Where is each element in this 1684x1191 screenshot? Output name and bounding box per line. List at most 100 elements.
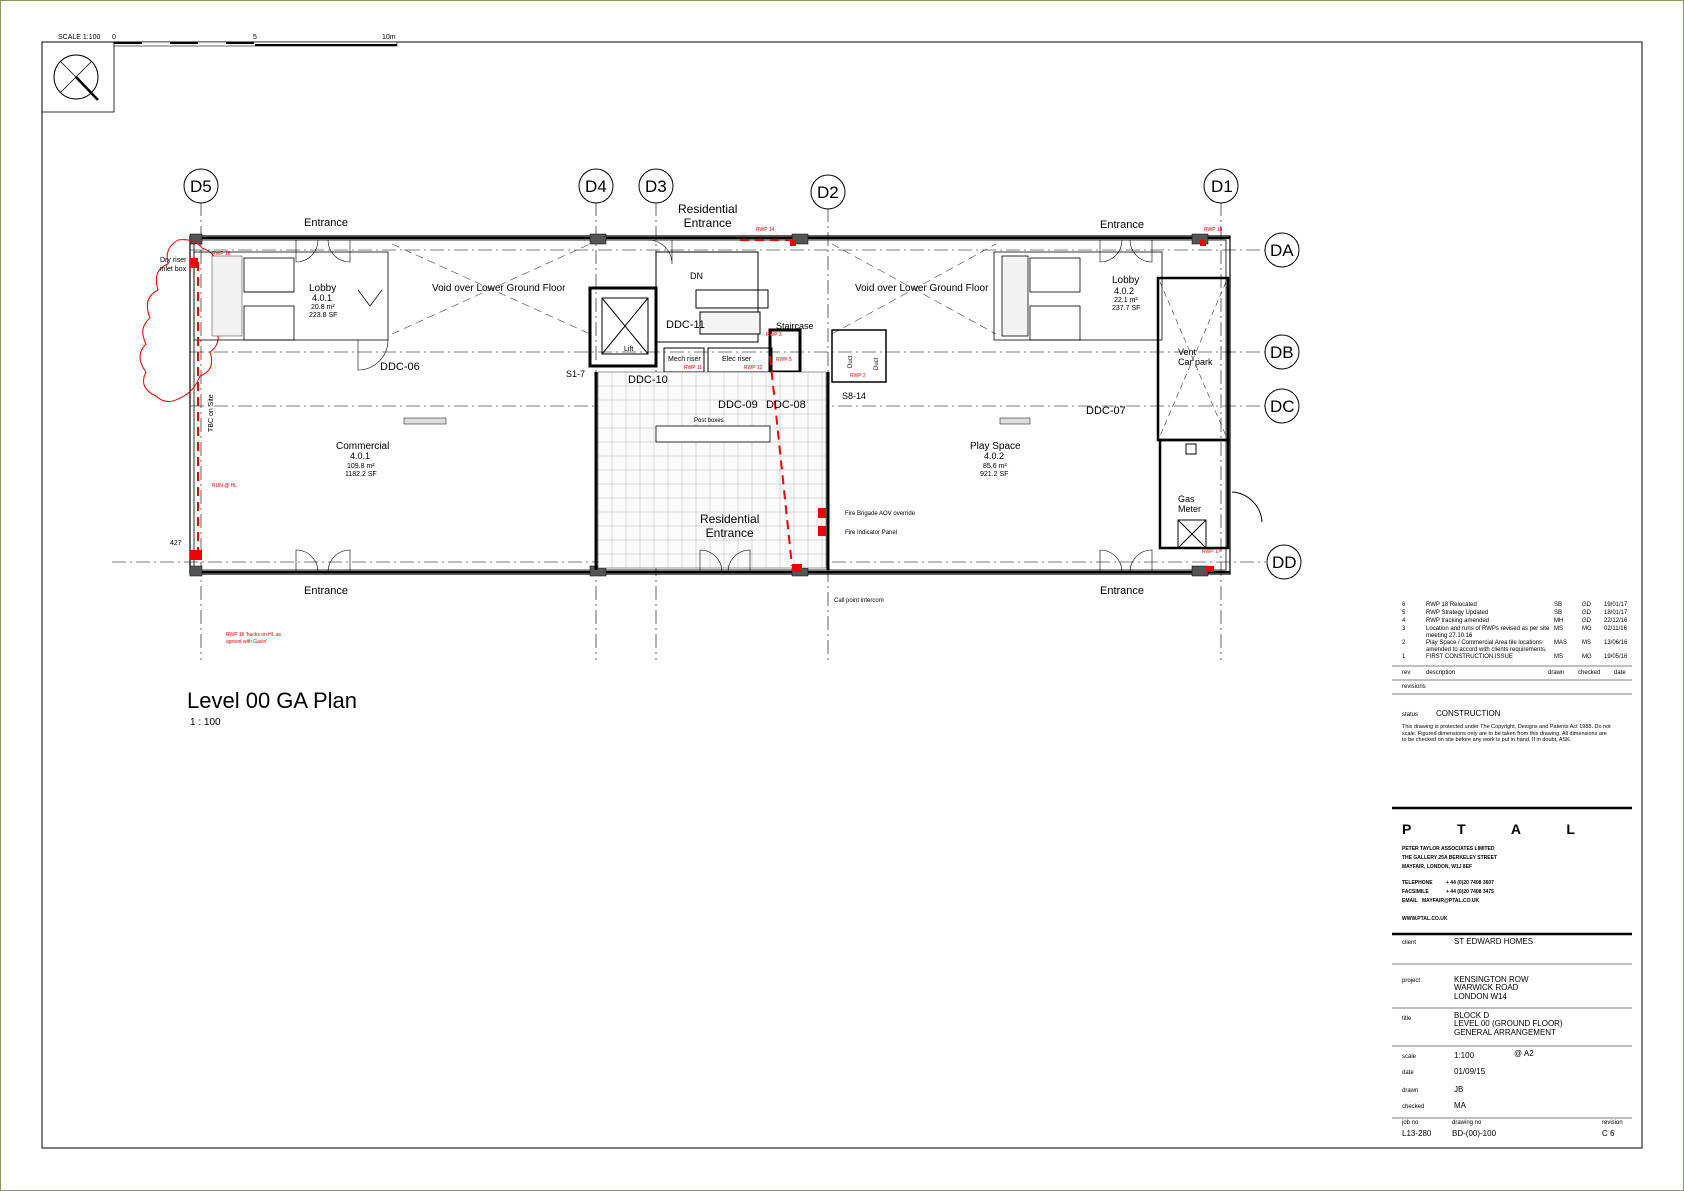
dimension-427: 427 (170, 540, 182, 547)
status-label: status (1402, 712, 1419, 718)
rwp-runs (197, 239, 793, 567)
lobby-right (993, 251, 1163, 341)
revision-rev: 6 (1402, 602, 1406, 608)
scale-label: scale (1402, 1054, 1417, 1060)
revision-desc: RWP tracking amended (1426, 618, 1490, 624)
rwp11-tag: RWP 11 (684, 365, 703, 371)
revision-desc: FIRST CONSTRUCTION ISSUE (1426, 654, 1513, 660)
north-arrow-icon (53, 54, 99, 101)
call-point-note: Call point intercom (834, 598, 884, 604)
tel-value: + 44 (0)20 7408 3607 (1446, 880, 1494, 886)
commercial-area: 109.8 m² (347, 463, 375, 470)
email-label: EMAIL (1402, 898, 1418, 904)
rwp15-tag: RWP 15 (1204, 227, 1223, 233)
revision-rev: 4 (1402, 618, 1406, 624)
drawn-value: JB (1454, 1085, 1464, 1094)
void-right (831, 243, 997, 335)
grid-label-d3: D3 (645, 177, 667, 196)
duct-label-1: Duct (848, 355, 854, 368)
door-tag-ddc11: DDC-11 (666, 319, 705, 331)
lobby1-name: Lobby (309, 283, 337, 294)
scale-bar-graphic (113, 41, 398, 47)
door-tag-ddc10: DDC-10 (628, 374, 668, 386)
revision-date: 19/05/16 (1604, 654, 1628, 660)
residential-entrance-main: Residential Entrance (700, 512, 760, 541)
plan-title: Level 00 GA Plan (187, 688, 358, 713)
commercial-number: 4.0.1 (350, 451, 371, 461)
void-left (391, 243, 591, 335)
staircase-label: Staircase (776, 321, 814, 331)
drawn-label: drawn (1402, 1088, 1419, 1094)
run-at-hl-note: RUN @ HL (212, 483, 238, 489)
scale-bar-label: SCALE 1:100 (58, 34, 101, 41)
play-space-name: Play Space (970, 441, 1021, 452)
copyright-note: This drawing is protected under The Copy… (1402, 724, 1611, 744)
rwp-markers (190, 240, 1214, 572)
job-no-label: job no (1402, 1120, 1419, 1126)
void-label-left: Void over Lower Ground Floor (432, 283, 566, 294)
rwp16-tag: RWP 16 (212, 251, 231, 257)
revision-desc: RWP 18 Relocated (1426, 602, 1477, 608)
lobby2-sf: 237.7 SF (1112, 305, 1141, 312)
revision-desc: Play Space / Commercial Area tile locati… (1426, 640, 1547, 653)
status-value: CONSTRUCTION (1436, 709, 1501, 718)
rev-header-date: date (1614, 670, 1626, 676)
lift-label: Lift (624, 346, 634, 353)
firm-address-1: THE GALLERY 25A BERKELEY STREET (1402, 855, 1498, 861)
door-tag-s17: S1-7 (566, 369, 586, 379)
play-space-area: 85.6 m² (983, 463, 1007, 470)
drawing-no-value: BD-(00)-100 (1452, 1129, 1497, 1138)
revision-value: C 6 (1602, 1129, 1615, 1138)
revision-desc: RWP Strategy Updated (1426, 610, 1489, 616)
tel-label: TELEPHONE (1402, 880, 1433, 886)
revision-checked: MG (1582, 626, 1592, 632)
grid-label-d2: D2 (817, 183, 839, 202)
entrance-bottom-left: Entrance (304, 585, 349, 597)
fax-value: + 44 (0)20 7408 3475 (1446, 889, 1494, 895)
revision-checked: GD (1582, 610, 1591, 616)
fire-panel-note: Fire Indicator Panel (845, 530, 898, 536)
revision-checked: MG (1582, 654, 1592, 660)
checked-label: checked (1402, 1104, 1425, 1110)
elec-riser-label: Elec riser (722, 356, 752, 363)
gas-meter-label: Gas Meter (1178, 494, 1202, 515)
revision-checked: GD (1582, 602, 1591, 608)
revision-rev: 1 (1402, 654, 1406, 660)
rwp3-tag: RWP 3 (766, 332, 782, 338)
door-tag-ddc09: DDC-09 (718, 399, 758, 411)
title-block-lines (1392, 665, 1632, 1119)
firm-address-2: MAYFAIR, LONDON, W1J 8EF (1402, 864, 1473, 870)
lobby1-area: 20.8 m² (311, 304, 335, 311)
firm-name: PETER TAYLOR ASSOCIATES LIMITED (1402, 846, 1495, 852)
door-swings (295, 239, 1153, 573)
title-label: title (1402, 1016, 1412, 1022)
project-value: KENSINGTON ROW WARWICK ROAD LONDON W14 (1454, 975, 1529, 1001)
grid-bubbles (183, 168, 1302, 580)
revision-date: 13/06/16 (1604, 640, 1628, 646)
void-label-right: Void over Lower Ground Floor (855, 283, 989, 294)
post-boxes (655, 425, 771, 443)
rwp2-tag: RWP 2 (850, 373, 866, 379)
grid-label-dd: DD (1272, 553, 1297, 572)
scale-value: 1:100 (1454, 1051, 1475, 1060)
rwp5-tag: RWP 5 (776, 357, 792, 363)
date-value: 01/09/15 (1454, 1067, 1486, 1076)
vent-label: Vent (1178, 347, 1197, 357)
scale-tick-0: 0 (112, 34, 116, 41)
revision-rev: 2 (1402, 640, 1406, 646)
revision-drawn: MAS (1554, 640, 1568, 646)
car-park-label: Car park (1178, 357, 1213, 367)
job-no-value: L13-280 (1402, 1129, 1432, 1138)
revision-drawn: SB (1554, 610, 1563, 616)
grid-label-db: DB (1270, 343, 1294, 362)
rev-header-drawn: drawn (1548, 670, 1565, 676)
firm-logo: P T A L (1402, 821, 1575, 837)
grid-label-d5: D5 (190, 177, 212, 196)
revision-rev: 3 (1402, 626, 1406, 632)
drawing-no-label: drawing no (1452, 1120, 1482, 1126)
fittings (403, 417, 1031, 425)
scale-tick-10: 10m (382, 34, 396, 41)
rwp14-tag: RWP 14 (756, 227, 775, 233)
revision-drawn: MS (1554, 626, 1563, 632)
